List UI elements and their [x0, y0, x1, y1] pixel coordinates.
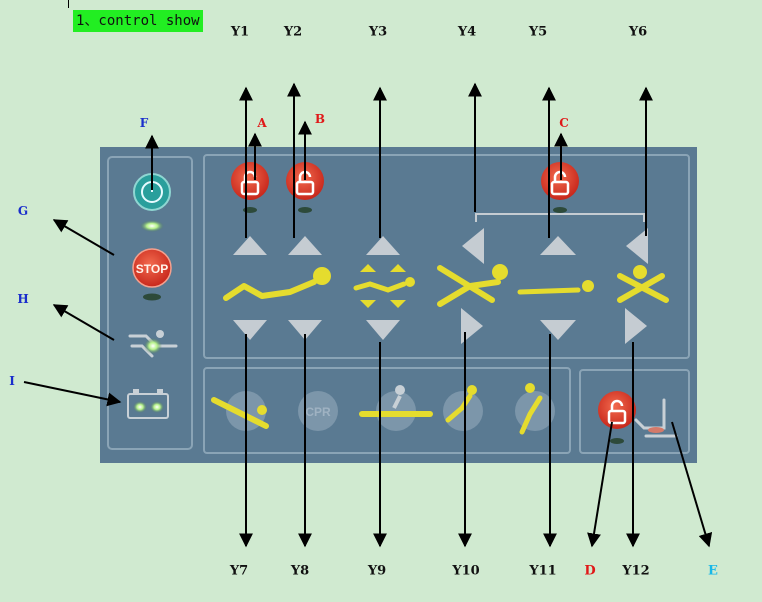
label-y7: Y7	[229, 563, 249, 579]
label-y12: Y12	[622, 563, 650, 579]
label-y11: Y11	[529, 563, 557, 579]
down-button-y11[interactable]	[540, 320, 576, 340]
right-button-y12[interactable]	[625, 308, 647, 344]
up-button-y2[interactable]	[288, 236, 322, 255]
label-c: C	[559, 116, 569, 130]
figure-back-raise	[223, 267, 331, 301]
right-button-y10[interactable]	[461, 308, 483, 344]
lock-button-a[interactable]	[231, 162, 269, 200]
preset-button-5[interactable]	[515, 383, 555, 435]
up-button-y1[interactable]	[233, 236, 267, 255]
power-led	[140, 220, 164, 232]
label-y1: Y1	[230, 24, 250, 40]
lock-icon	[240, 180, 260, 196]
foot-section	[579, 369, 690, 454]
figure-tilt-left	[437, 264, 508, 307]
left-button-y4[interactable]	[462, 228, 484, 264]
battery-icon	[127, 389, 169, 419]
lock-led-c	[553, 207, 567, 213]
arrow-d	[587, 421, 613, 548]
label-e: E	[708, 563, 718, 579]
label-h: H	[17, 292, 29, 306]
cpr-button[interactable]: CPR	[298, 391, 338, 431]
arrow-h	[52, 304, 115, 341]
upper-section	[203, 154, 690, 359]
label-y2: Y2	[283, 24, 303, 40]
label-g: G	[17, 204, 29, 218]
label-y3: Y3	[368, 24, 388, 40]
lock-icon	[295, 180, 315, 196]
up-button-y3[interactable]	[366, 236, 400, 255]
left-button-y6[interactable]	[626, 228, 648, 264]
down-button-y9[interactable]	[366, 320, 400, 340]
lock-icon	[607, 409, 627, 425]
seat-icon	[634, 398, 678, 438]
lock-icon	[550, 180, 570, 196]
lock-button-d[interactable]	[598, 391, 636, 429]
lock-led-b	[298, 207, 312, 213]
label-b: B	[314, 112, 326, 126]
label-y9: Y9	[367, 563, 387, 579]
preset-button-3[interactable]	[359, 385, 433, 431]
figure-height	[353, 264, 415, 308]
diagram-title: 1、control show	[73, 10, 203, 32]
stop-button[interactable]: STOP	[132, 248, 172, 288]
figure-flat	[517, 280, 594, 295]
text-cursor	[68, 0, 69, 8]
lock-button-c[interactable]	[541, 162, 579, 200]
arrow-e	[671, 421, 713, 548]
lower-section	[203, 367, 571, 454]
lock-led-d	[610, 438, 624, 444]
label-a: A	[257, 116, 267, 130]
down-button-y7[interactable]	[233, 320, 267, 340]
arrow-g	[52, 219, 115, 256]
label-d: D	[584, 563, 596, 579]
label-f: F	[139, 116, 149, 130]
figure-tilt-right	[617, 265, 669, 303]
cpr-icon: CPR	[305, 405, 331, 419]
label-y8: Y8	[290, 563, 310, 579]
arrow-i	[23, 381, 122, 407]
preset-button-4[interactable]	[443, 385, 483, 431]
label-y5: Y5	[528, 24, 548, 40]
stop-icon: STOP	[136, 262, 168, 276]
up-button-y5[interactable]	[540, 236, 576, 255]
left-section	[107, 156, 193, 450]
label-y10: Y10	[452, 563, 480, 579]
person-led	[144, 338, 162, 354]
stop-led	[143, 293, 161, 301]
label-i: I	[9, 374, 15, 388]
down-button-y8[interactable]	[288, 320, 322, 340]
label-y6: Y6	[628, 24, 648, 40]
label-y4: Y4	[457, 24, 477, 40]
y4-y6-link	[475, 213, 645, 222]
